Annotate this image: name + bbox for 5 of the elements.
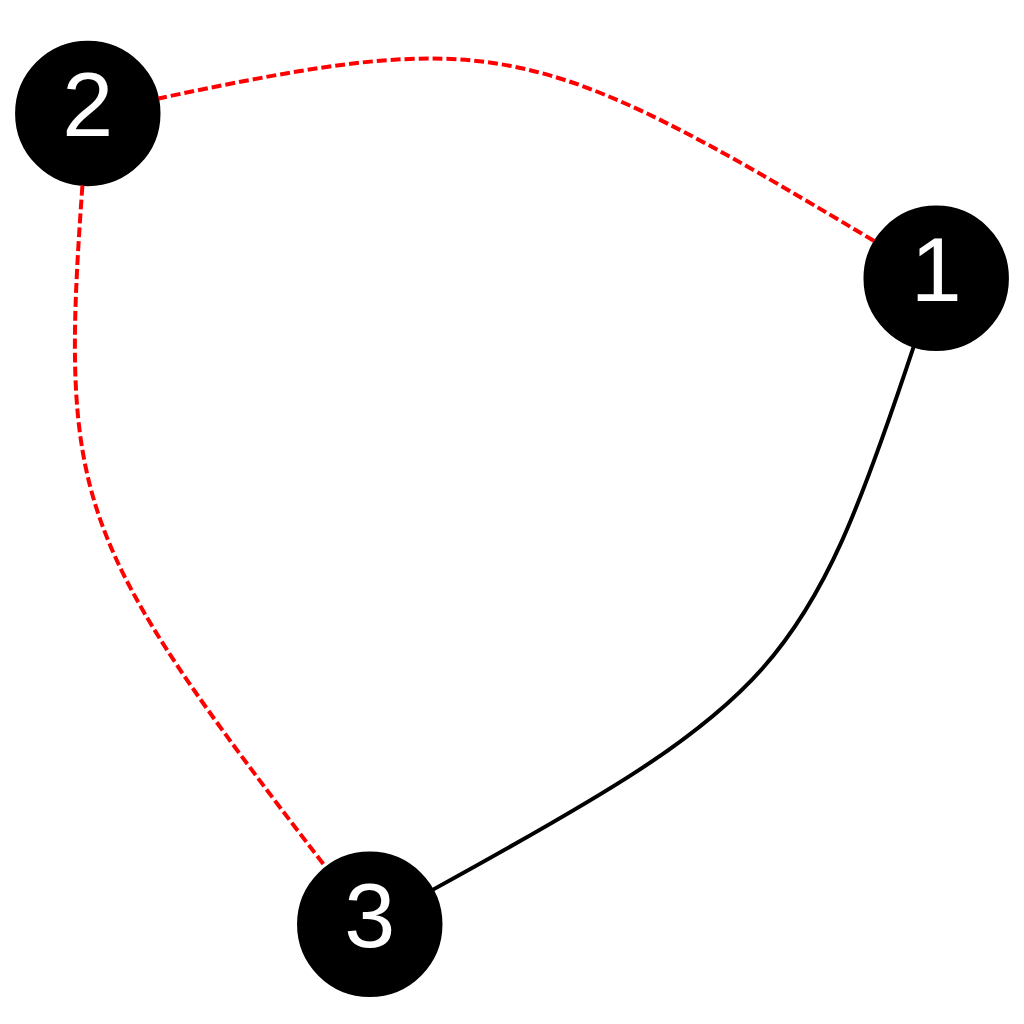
node-circle: 1 [863, 205, 1009, 352]
connector [158, 56, 876, 243]
connector [432, 346, 916, 892]
node-circle: 2 [15, 40, 161, 187]
node-circle: 3 [297, 851, 443, 998]
